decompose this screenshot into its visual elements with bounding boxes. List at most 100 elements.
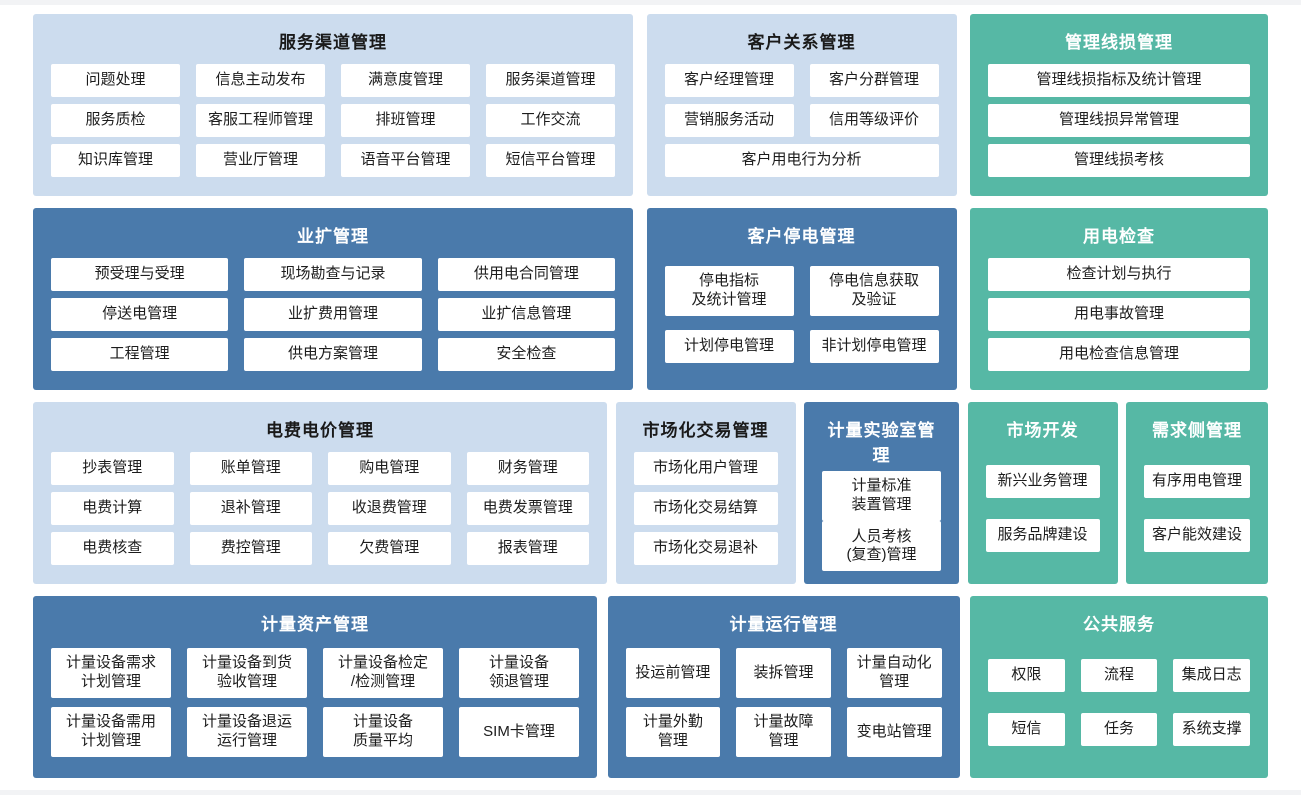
page-edge-bottom — [0, 790, 1301, 795]
module-item: 营销服务活动 — [664, 104, 794, 137]
module-item: 市场化用户管理 — [633, 452, 778, 485]
module-item: 业扩信息管理 — [437, 298, 615, 331]
module-item: 服务渠道管理 — [486, 64, 615, 97]
module-item: 问题处理 — [51, 64, 180, 97]
module-item: 客户分群管理 — [809, 64, 939, 97]
module-item: 计量外勤 管理 — [625, 707, 721, 757]
module-item: 服务质检 — [51, 104, 180, 137]
module-item: 工作交流 — [486, 104, 615, 137]
module-item: 计量设备退运 运行管理 — [187, 707, 307, 757]
diagram-row-4: 计量资产管理计量设备需求 计划管理计量设备到货 验收管理计量设备检定 /检测管理… — [33, 596, 1268, 778]
module-item: 账单管理 — [189, 452, 312, 485]
module-item: 停电信息获取 及验证 — [809, 265, 939, 316]
module-item: 抄表管理 — [51, 452, 174, 485]
module-item: 客户经理管理 — [664, 64, 794, 97]
panel-market-trading: 市场化交易管理市场化用户管理市场化交易结算市场化交易退补 — [615, 402, 796, 584]
module-item: 计量故障 管理 — [736, 707, 831, 757]
module-row: 预受理与受理现场勘查与记录供用电合同管理 — [51, 258, 615, 291]
panel-customer-relationship: 客户关系管理客户经理管理客户分群管理营销服务活动信用等级评价客户用电行为分析 — [646, 14, 957, 196]
module-row: 管理线损指标及统计管理 — [988, 64, 1250, 97]
module-item: 计量设备到货 验收管理 — [187, 648, 307, 698]
module-item: 收退费管理 — [328, 492, 451, 525]
panel-title-market-trading: 市场化交易管理 — [642, 421, 769, 440]
panel-body: 市场化用户管理市场化交易结算市场化交易退补 — [633, 445, 778, 572]
panel-title-customer-relationship: 客户关系管理 — [747, 33, 856, 52]
module-row: 管理线损异常管理 — [988, 104, 1250, 137]
panel-demand-side: 需求侧管理有序用电管理客户能效建设 — [1126, 402, 1268, 584]
panel-body: 检查计划与执行用电事故管理用电检查信息管理 — [988, 251, 1250, 378]
module-item: 语音平台管理 — [341, 144, 470, 177]
module-item: 装拆管理 — [736, 648, 831, 698]
module-item: 检查计划与执行 — [988, 258, 1250, 291]
panel-body: 有序用电管理客户能效建设 — [1144, 445, 1250, 572]
diagram-row-2: 业扩管理预受理与受理现场勘查与记录供用电合同管理停送电管理业扩费用管理业扩信息管… — [33, 208, 1268, 390]
module-row: 权限流程集成日志 — [988, 659, 1251, 693]
module-item: 非计划停电管理 — [809, 330, 939, 364]
module-item: 安全检查 — [437, 338, 615, 371]
panel-billing-pricing: 电费电价管理抄表管理账单管理购电管理财务管理电费计算退补管理收退费管理电费发票管… — [33, 402, 607, 584]
panel-line-loss: 管理线损管理管理线损指标及统计管理管理线损异常管理管理线损考核 — [970, 14, 1268, 196]
panel-title-public-service: 公共服务 — [1083, 615, 1155, 634]
module-item: 电费计算 — [51, 492, 174, 525]
panel-body: 客户经理管理客户分群管理营销服务活动信用等级评价客户用电行为分析 — [664, 57, 939, 184]
module-row: 客户能效建设 — [1144, 518, 1250, 552]
panel-metering-operation: 计量运行管理投运前管理装拆管理计量自动化 管理计量外勤 管理计量故障 管理变电站… — [607, 596, 960, 778]
module-row: 抄表管理账单管理购电管理财务管理 — [51, 452, 589, 485]
module-row: 市场化交易结算 — [633, 492, 778, 525]
module-item: 短信 — [988, 712, 1065, 746]
module-row: 投运前管理装拆管理计量自动化 管理 — [625, 648, 942, 698]
page-edge-top — [0, 0, 1301, 5]
module-item: 计量设备 质量平均 — [323, 707, 443, 757]
module-item: 集成日志 — [1173, 659, 1251, 693]
module-item: 市场化交易退补 — [633, 532, 778, 565]
module-item: 停电指标 及统计管理 — [664, 265, 794, 316]
panel-title-power-inspection: 用电检查 — [1083, 227, 1155, 246]
module-row: 计量标准 装置管理 — [822, 470, 941, 521]
module-item: 知识库管理 — [51, 144, 180, 177]
panel-body: 权限流程集成日志短信任务系统支撑 — [988, 639, 1251, 766]
module-item: 客服工程师管理 — [196, 104, 325, 137]
panel-body: 预受理与受理现场勘查与记录供用电合同管理停送电管理业扩费用管理业扩信息管理工程管… — [51, 251, 615, 378]
module-row: 计划停电管理非计划停电管理 — [664, 330, 939, 364]
module-item: 供用电合同管理 — [437, 258, 615, 291]
module-item: 费控管理 — [189, 532, 312, 565]
module-item: 电费发票管理 — [466, 492, 589, 525]
diagram-row-1: 服务渠道管理问题处理信息主动发布满意度管理服务渠道管理服务质检客服工程师管理排班… — [33, 14, 1268, 196]
panel-body: 计量标准 装置管理人员考核 (复查)管理 — [822, 470, 941, 572]
module-item: 营业厅管理 — [196, 144, 325, 177]
module-row: 用电事故管理 — [988, 298, 1250, 331]
panel-body: 新兴业务管理服务品牌建设 — [985, 445, 1100, 572]
module-row: 停送电管理业扩费用管理业扩信息管理 — [51, 298, 615, 331]
panel-title-metering-lab: 计量实验室管理 — [827, 421, 936, 465]
module-item: 预受理与受理 — [51, 258, 229, 291]
panel-title-market-development: 市场开发 — [1006, 421, 1079, 440]
architecture-diagram: 服务渠道管理问题处理信息主动发布满意度管理服务渠道管理服务质检客服工程师管理排班… — [33, 14, 1268, 790]
panel-body: 停电指标 及统计管理停电信息获取 及验证计划停电管理非计划停电管理 — [664, 251, 939, 378]
module-item: 现场勘查与记录 — [244, 258, 422, 291]
panel-body: 管理线损指标及统计管理管理线损异常管理管理线损考核 — [988, 57, 1250, 184]
module-item: 计量设备需用 计划管理 — [51, 707, 171, 757]
diagram-row-3: 电费电价管理抄表管理账单管理购电管理财务管理电费计算退补管理收退费管理电费发票管… — [33, 402, 1268, 584]
module-item: 计量标准 装置管理 — [822, 470, 941, 521]
module-row: 市场化交易退补 — [633, 532, 778, 565]
module-item: 短信平台管理 — [486, 144, 615, 177]
panel-power-inspection: 用电检查检查计划与执行用电事故管理用电检查信息管理 — [970, 208, 1268, 390]
module-row: 检查计划与执行 — [988, 258, 1250, 291]
module-item: 服务品牌建设 — [985, 518, 1100, 552]
panel-customer-outage: 客户停电管理停电指标 及统计管理停电信息获取 及验证计划停电管理非计划停电管理 — [646, 208, 957, 390]
panel-business-expansion: 业扩管理预受理与受理现场勘查与记录供用电合同管理停送电管理业扩费用管理业扩信息管… — [33, 208, 633, 390]
panel-body: 抄表管理账单管理购电管理财务管理电费计算退补管理收退费管理电费发票管理电费核查费… — [51, 445, 589, 572]
module-item: 用电事故管理 — [988, 298, 1250, 331]
panel-service-channel: 服务渠道管理问题处理信息主动发布满意度管理服务渠道管理服务质检客服工程师管理排班… — [33, 14, 633, 196]
module-row: 有序用电管理 — [1144, 465, 1250, 499]
module-item: 停送电管理 — [51, 298, 229, 331]
panel-title-business-expansion: 业扩管理 — [297, 227, 369, 246]
module-item: 购电管理 — [328, 452, 451, 485]
panel-metering-lab: 计量实验室管理计量标准 装置管理人员考核 (复查)管理 — [804, 402, 959, 584]
module-item: 工程管理 — [51, 338, 229, 371]
module-item: 欠费管理 — [328, 532, 451, 565]
panel-title-line-loss: 管理线损管理 — [1065, 33, 1173, 52]
module-row: 知识库管理营业厅管理语音平台管理短信平台管理 — [51, 144, 615, 177]
module-item: 计量设备检定 /检测管理 — [323, 648, 443, 698]
